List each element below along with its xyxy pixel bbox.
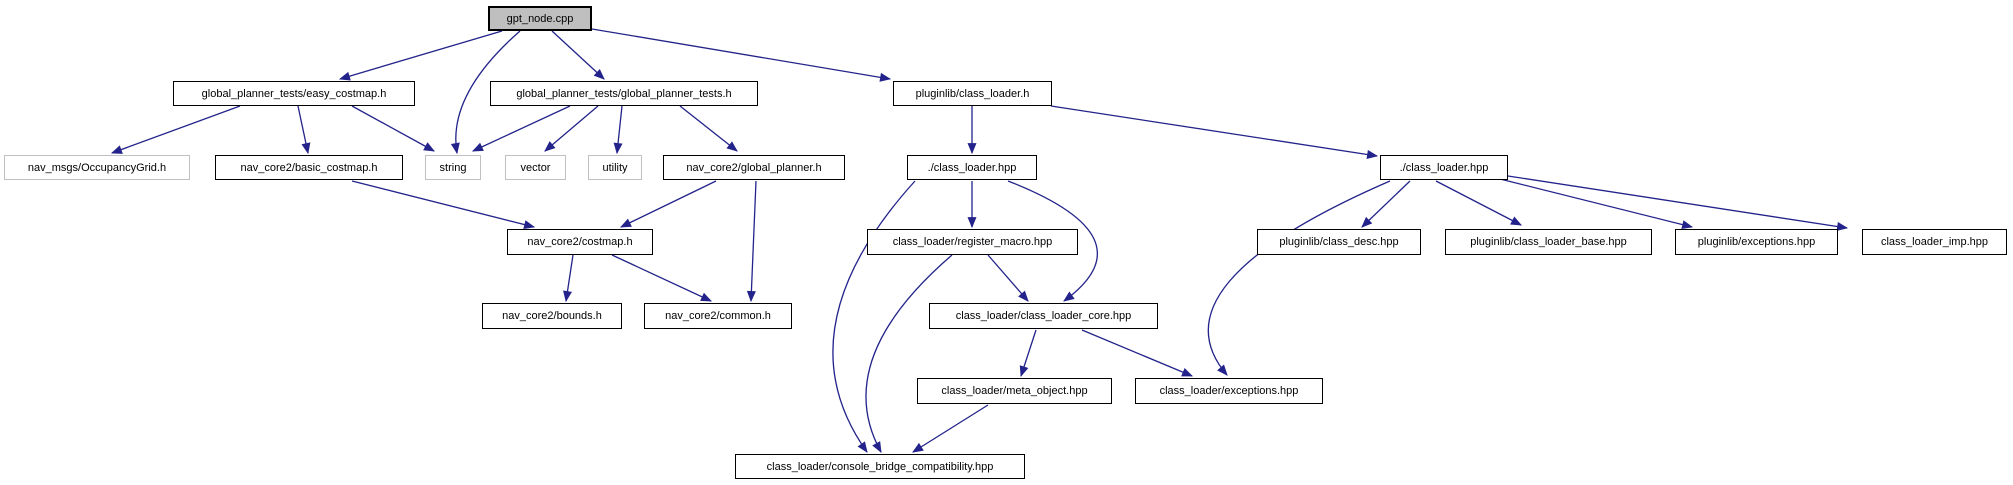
graph-node-utility: utility (588, 155, 642, 180)
graph-node-costmap-h[interactable]: nav_core2/costmap.h (507, 229, 653, 255)
graph-node-pluginlib-exceptions-hpp[interactable]: pluginlib/exceptions.hpp (1675, 229, 1838, 255)
edge-class-loader-hpp-1--console-bridge-compatibility-hpp (832, 180, 916, 453)
graph-node-meta-object-hpp[interactable]: class_loader/meta_object.hpp (917, 378, 1112, 404)
edge-class-loader-core-hpp--class-loader-exceptions-hpp (1081, 329, 1194, 377)
graph-node-register-macro-hpp[interactable]: class_loader/register_macro.hpp (867, 229, 1078, 255)
graph-node-vector: vector (505, 155, 566, 180)
edge-easy-costmap-h--string (351, 105, 435, 152)
graph-node-class-desc-hpp[interactable]: pluginlib/class_desc.hpp (1257, 229, 1421, 255)
graph-node-string: string (425, 155, 481, 180)
edge-global-planner-tests-h--vector (544, 105, 599, 152)
edge-gpt-node-cpp--easy-costmap-h (338, 30, 503, 81)
graph-node-bounds-h[interactable]: nav_core2/bounds.h (482, 303, 622, 329)
graph-node-easy-costmap-h[interactable]: global_planner_tests/easy_costmap.h (173, 81, 415, 106)
graph-node-common-h[interactable]: nav_core2/common.h (644, 303, 792, 329)
graph-node-class-loader-exceptions-hpp[interactable]: class_loader/exceptions.hpp (1135, 378, 1323, 404)
edge-class-loader-hpp-2--class-loader-imp-hpp (1507, 175, 1849, 231)
edge-gpt-node-cpp--string (450, 30, 521, 155)
graph-node-class-loader-imp-hpp[interactable]: class_loader_imp.hpp (1862, 229, 2007, 255)
graph-node-global-planner-tests-h[interactable]: global_planner_tests/global_planner_test… (490, 81, 758, 106)
graph-node-class-loader-core-hpp[interactable]: class_loader/class_loader_core.hpp (929, 303, 1158, 329)
edge-global-planner-h--costmap-h (620, 180, 717, 228)
edge-class-loader-hpp-2--pluginlib-exceptions-hpp (1499, 178, 1694, 229)
edge-register-macro-hpp--class-loader-core-hpp (987, 254, 1029, 302)
edge-class-loader-hpp-2--class-desc-hpp (1361, 180, 1411, 228)
edge-costmap-h--common-h (611, 254, 712, 302)
edge-meta-object-hpp--console-bridge-compatibility-hpp (912, 404, 989, 453)
edge-class-loader-hpp-2--class-loader-exceptions-hpp (1207, 180, 1391, 376)
edge-easy-costmap-h--occupancy-grid-h (110, 105, 241, 154)
edge-easy-costmap-h--basic-costmap-h (297, 105, 311, 155)
edge-gpt-node-cpp--pluginlib-class-loader-h (591, 28, 892, 82)
edge-basic-costmap-h--costmap-h (351, 180, 536, 229)
edge-class-loader-core-hpp--meta-object-hpp (1019, 329, 1037, 378)
graph-node-gpt-node-cpp[interactable]: gpt_node.cpp (488, 6, 592, 31)
edge-register-macro-hpp--console-bridge-compatibility-hpp (865, 254, 953, 453)
graph-node-class-loader-hpp-1[interactable]: ./class_loader.hpp (907, 155, 1037, 180)
edge-class-loader-hpp-1--class-loader-core-hpp (1007, 180, 1098, 302)
edge-class-loader-hpp-2--class-loader-base-hpp (1435, 180, 1522, 226)
edge-global-planner-tests-h--utility (613, 105, 623, 155)
edge-global-planner-tests-h--string (472, 105, 571, 152)
edge-pluginlib-class-loader-h--class-loader-hpp-2 (1050, 105, 1379, 159)
graph-node-basic-costmap-h[interactable]: nav_core2/basic_costmap.h (215, 155, 403, 180)
graph-node-class-loader-hpp-2[interactable]: ./class_loader.hpp (1380, 155, 1508, 180)
graph-node-console-bridge-compatibility-hpp[interactable]: class_loader/console_bridge_compatibilit… (735, 454, 1025, 479)
edge-gpt-node-cpp--global-planner-tests-h (551, 30, 605, 80)
edge-costmap-h--bounds-h (563, 254, 574, 303)
graph-node-pluginlib-class-loader-h[interactable]: pluginlib/class_loader.h (893, 81, 1052, 106)
edge-global-planner-tests-h--global-planner-h (679, 105, 738, 152)
graph-node-global-planner-h[interactable]: nav_core2/global_planner.h (663, 155, 845, 180)
edge-global-planner-h--common-h (746, 180, 757, 303)
graph-node-class-loader-base-hpp[interactable]: pluginlib/class_loader_base.hpp (1445, 229, 1652, 255)
graph-node-occupancy-grid-h: nav_msgs/OccupancyGrid.h (4, 155, 190, 180)
